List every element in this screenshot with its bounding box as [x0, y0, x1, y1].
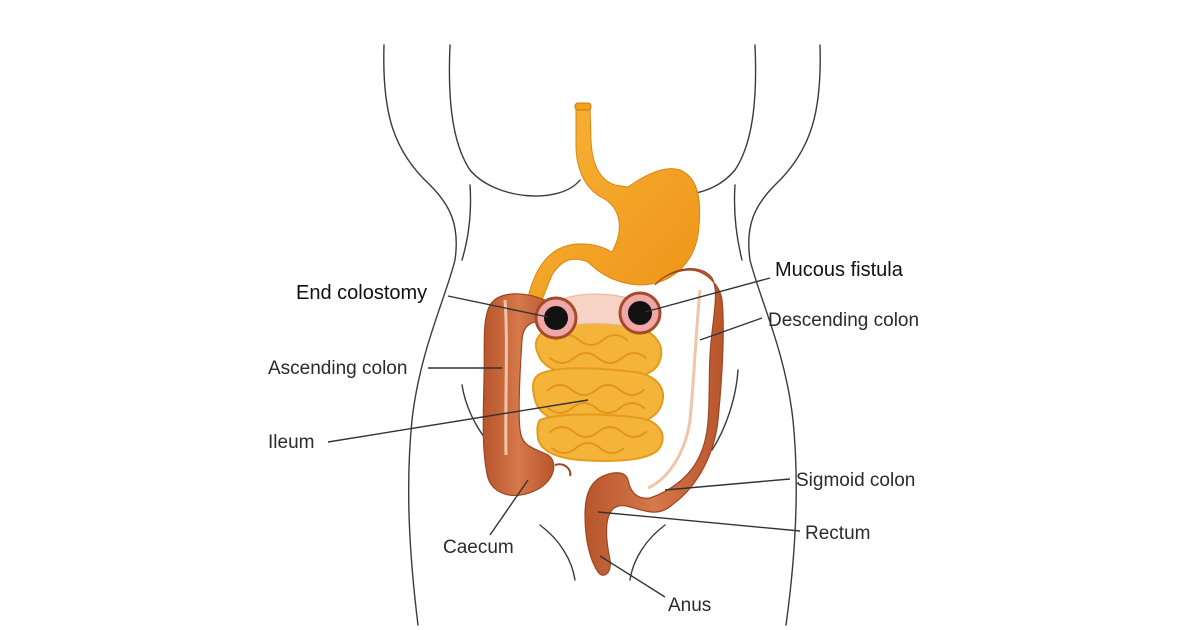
leader-rectum	[597, 511, 801, 532]
ascending-colon	[482, 293, 572, 496]
label-ascending-colon: Ascending colon	[268, 358, 407, 379]
label-ileum: Ileum	[268, 432, 314, 453]
leader-anus	[599, 555, 666, 598]
stomach	[527, 102, 701, 301]
mucous-fistula-stoma	[618, 291, 662, 335]
body-outline	[383, 44, 821, 626]
label-end-colostomy: End colostomy	[296, 282, 427, 304]
label-sigmoid-colon: Sigmoid colon	[796, 470, 915, 491]
leader-end-colostomy	[447, 295, 549, 318]
leader-sigmoid-colon	[664, 478, 791, 491]
end-colostomy-stoma	[534, 296, 578, 340]
leader-lines	[327, 277, 801, 598]
leader-ileum	[327, 399, 589, 443]
label-anus: Anus	[668, 595, 711, 616]
label-descending-colon: Descending colon	[768, 310, 919, 331]
label-rectum: Rectum	[805, 523, 870, 544]
label-caecum: Caecum	[443, 537, 514, 558]
leader-caecum	[489, 479, 529, 536]
leader-descending-colon	[699, 317, 763, 341]
leader-mucous-fistula	[644, 277, 771, 313]
descending-colon	[584, 268, 724, 576]
label-mucous-fistula: Mucous fistula	[775, 259, 904, 281]
